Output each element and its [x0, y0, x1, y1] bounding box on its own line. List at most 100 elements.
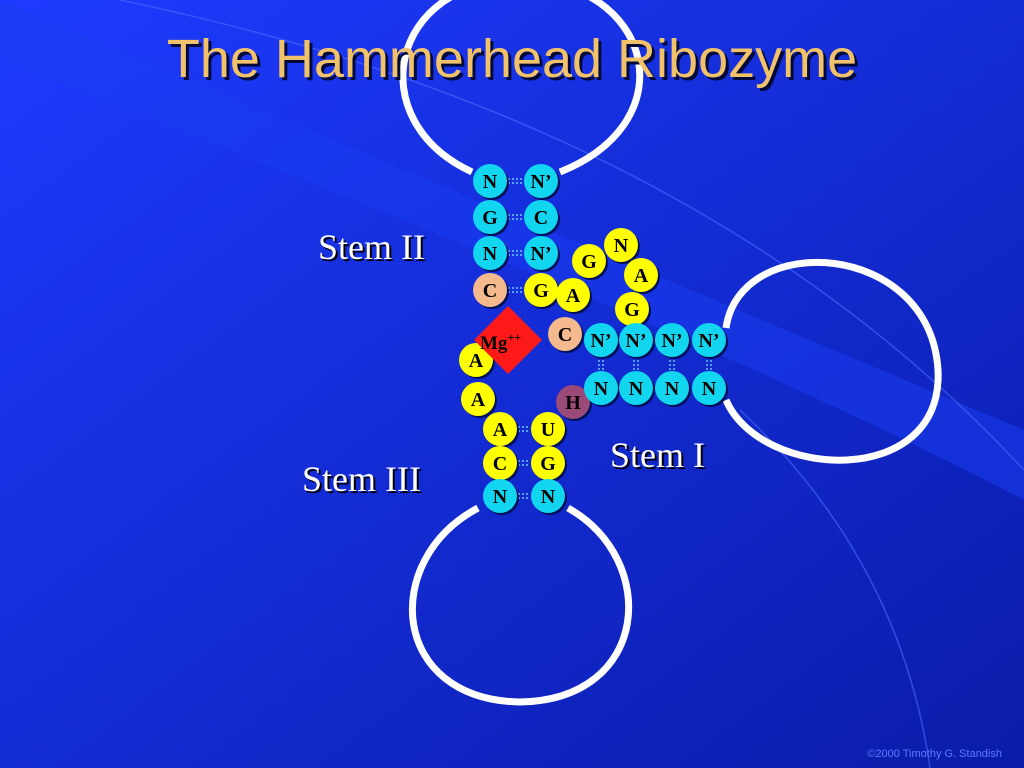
nucleotide-core-7: A: [461, 382, 497, 418]
nucleotide-letter: G: [581, 251, 597, 273]
nucleotide-letter: U: [541, 419, 555, 441]
nucleotide-s3-r2: G: [531, 446, 567, 482]
nucleotide-cleave-c: C: [548, 317, 584, 353]
nucleotide-circle: [556, 278, 590, 312]
nucleotide-s1-b2: N: [619, 371, 655, 407]
nucleotide-circle: [459, 343, 493, 377]
nucleotide-circle: [473, 200, 507, 234]
nucleotide-core-1: A: [556, 278, 592, 314]
nucleotide-s2-l4: C: [473, 273, 509, 309]
nucleotide-s1-b4: N: [692, 371, 728, 407]
nucleotide-circle: [624, 258, 658, 292]
nucleotide-letter: N: [541, 486, 556, 508]
nucleotide-s1-t3: N’: [655, 323, 691, 359]
nucleotide-letter: C: [558, 324, 572, 346]
nucleotide-letter: A: [566, 285, 581, 307]
nucleotide-core-3: N: [604, 228, 640, 264]
nucleotide-circle: [483, 412, 517, 446]
nucleotide-letter: N’: [698, 330, 719, 352]
nucleotide-circle: [531, 446, 565, 480]
slide-title: The Hammerhead Ribozyme: [166, 29, 858, 89]
base-pair-lines: [508, 178, 712, 499]
nucleotide-circle: [524, 236, 558, 270]
nucleotide-circle: [473, 273, 507, 307]
nucleotide-circle: [524, 200, 558, 234]
nucleotide-letter: N: [614, 235, 629, 257]
nucleotide-s1-t4: N’: [692, 323, 728, 359]
nucleotide-s3-l2: C: [483, 446, 519, 482]
nucleotide-letter: C: [493, 453, 507, 475]
nucleotide-circle: [531, 412, 565, 446]
nucleotide-s3-l1: A: [483, 412, 519, 448]
nucleotide-letter: N’: [530, 243, 551, 265]
nucleotide-circle: [692, 323, 726, 357]
nucleotide-circle: [572, 244, 606, 278]
decorative-arc: [119, 0, 1024, 471]
nucleotide-letter: N: [665, 378, 680, 400]
stem-iii-loop: [408, 504, 633, 706]
nucleotide-letter: N: [594, 378, 609, 400]
nucleotide-letter: N: [483, 243, 498, 265]
nucleotide-s1-b3: N: [655, 371, 691, 407]
nucleotide-letter: N: [702, 378, 717, 400]
stem-i-loop: [722, 258, 942, 464]
hairpin-loops: [399, 0, 942, 706]
nucleotide-letter: G: [533, 280, 549, 302]
nucleotide-circle: [473, 236, 507, 270]
decorative-diagonal-band: [0, 0, 1024, 500]
nucleotide-s2-r2: C: [524, 200, 560, 236]
nucleotide-s2-r4: G: [524, 273, 560, 309]
stem-ii-label: Stem II: [318, 227, 425, 267]
nucleotide-letter: N’: [625, 330, 646, 352]
nucleotide-circle: [461, 382, 495, 416]
nucleotide-letter: C: [483, 280, 497, 302]
nucleotide-circle: [548, 317, 582, 351]
nucleotide-s3-r3: N: [531, 479, 567, 515]
nucleotide-letter: N: [483, 171, 498, 193]
nucleotide-core-5: G: [615, 292, 651, 328]
nucleotide-letter: G: [482, 207, 498, 229]
nucleotide-circle: [619, 323, 653, 357]
nucleotide-core-4: A: [624, 258, 660, 294]
nucleotide-circle: [524, 273, 558, 307]
nucleotide-circle: [615, 292, 649, 326]
nucleotide-circle: [584, 323, 618, 357]
nucleotide-circle: [584, 371, 618, 405]
nucleotide-circle: [692, 371, 726, 405]
nucleotide-circle: [655, 323, 689, 357]
nucleotide-letter: A: [493, 419, 508, 441]
nucleotide-letter: C: [534, 207, 548, 229]
nucleotide-circle: [473, 164, 507, 198]
stem-i-label: Stem I: [610, 435, 705, 475]
nucleotide-letter: N’: [661, 330, 682, 352]
nucleotide-core-6: A: [459, 343, 495, 379]
nucleotide-s3-l3: N: [483, 479, 519, 515]
nucleotide-s1-t1: N’: [584, 323, 620, 359]
nucleotide-s2-l2: G: [473, 200, 509, 236]
nucleotide-circle: [483, 446, 517, 480]
stem-ii-loop: [399, 0, 644, 176]
nucleotide-s1-t2: N’: [619, 323, 655, 359]
nucleotide-letter: A: [634, 265, 649, 287]
nucleotide-cleave-h: H: [556, 385, 592, 421]
nucleotide-letter: N’: [530, 171, 551, 193]
nucleotide-circle: [619, 371, 653, 405]
nucleotide-letter: N’: [590, 330, 611, 352]
nucleotide-circle: [604, 228, 638, 262]
nucleotide-s2-r3: N’: [524, 236, 560, 272]
nucleotide-circle: [655, 371, 689, 405]
nucleotide-circle: [483, 479, 517, 513]
nucleotide-s2-l1: N: [473, 164, 509, 200]
nucleotide-letter: N: [493, 486, 508, 508]
nucleotide-s2-l3: N: [473, 236, 509, 272]
magnesium-label: Mg++: [480, 330, 521, 354]
nucleotide-s3-r1: U: [531, 412, 567, 448]
nucleotide-circle: [531, 479, 565, 513]
nucleotide-letter: H: [565, 392, 581, 414]
nucleotide-letter: G: [540, 453, 556, 475]
nucleotide-letter: A: [469, 350, 484, 372]
copyright-notice: ©2000 Timothy G. Standish: [867, 748, 1002, 760]
nucleotide-circle: [524, 164, 558, 198]
